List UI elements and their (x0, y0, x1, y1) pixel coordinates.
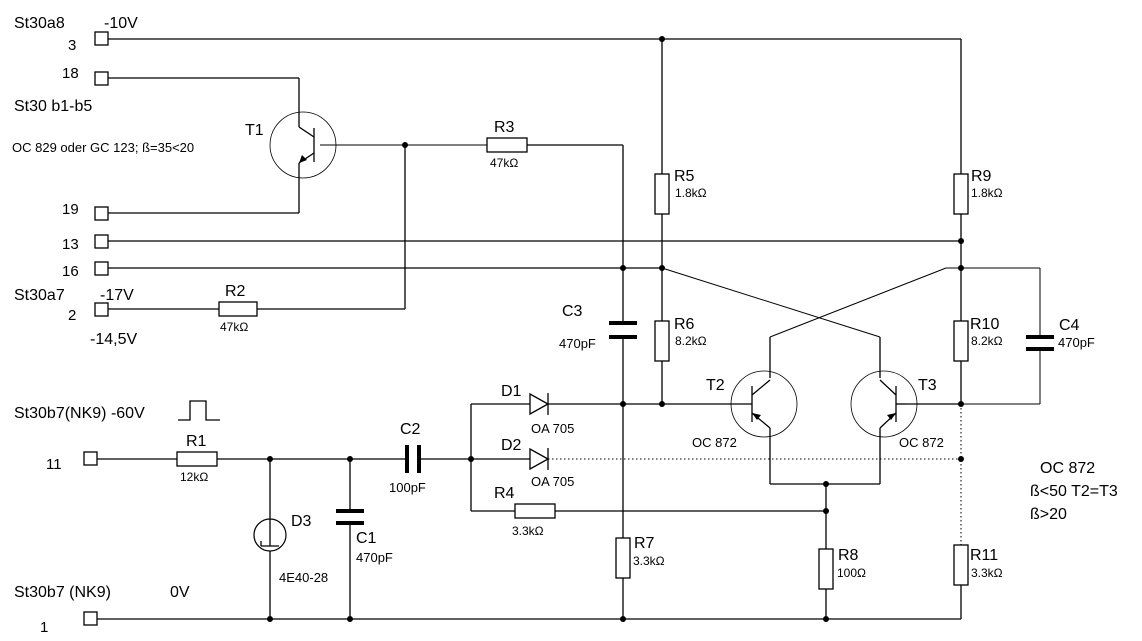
r7-name: R7 (634, 535, 655, 552)
d1-name: D1 (501, 383, 522, 400)
connector-labels: St30a8 -10V 3 18 St30 b1-b5 19 13 16 St3… (14, 15, 190, 636)
pad-19 (94, 206, 109, 221)
pad-2 (94, 302, 109, 317)
label-v-minus10: -10V (104, 15, 138, 32)
c2-value: 100pF (389, 480, 426, 495)
r4-value: 3.3kΩ (512, 524, 544, 538)
label-st30a7: St30a7 (14, 287, 65, 304)
notes-block: OC 872 ß<50 T2=T3 ß>20 (1030, 460, 1118, 523)
t3-type: OC 872 (899, 435, 944, 450)
capacitor-plates (336, 321, 1054, 525)
note-line3: ß>20 (1030, 506, 1067, 523)
component-labels: T1 OC 829 oder GC 123; ß=35<20 T2 OC 872… (12, 119, 1095, 585)
r6-name: R6 (674, 316, 695, 333)
r6-value: 8.2kΩ (675, 334, 707, 348)
c3-value: 470pF (559, 336, 596, 351)
r8-name: R8 (838, 547, 859, 564)
label-pin19: 19 (62, 201, 79, 218)
r8-body (818, 548, 834, 590)
label-pin1: 1 (40, 619, 48, 636)
r4-body (514, 503, 556, 519)
label-v-minus145: -14,5V (90, 331, 137, 348)
r11-name: R11 (970, 547, 998, 564)
d2-symbol (529, 447, 550, 471)
t2-symbol (730, 370, 798, 438)
d1-type: OA 705 (531, 421, 574, 436)
r11-value: 3.3kΩ (971, 566, 1003, 580)
t2-name: T2 (706, 377, 725, 394)
r10-value: 8.2kΩ (971, 334, 1003, 348)
r4-name: R4 (494, 485, 515, 502)
r1-name: R1 (186, 433, 207, 450)
r9-body (953, 173, 969, 215)
r11-body (953, 544, 969, 586)
r2-body (218, 301, 258, 317)
wires (97, 38, 1041, 620)
label-pin3: 3 (68, 37, 76, 54)
t2-type: OC 872 (692, 435, 737, 450)
junction-dots (267, 36, 964, 622)
pad-13 (94, 234, 109, 249)
r3-name: R3 (494, 119, 515, 136)
d2-name: D2 (501, 437, 522, 454)
r9-value: 1.8kΩ (971, 186, 1003, 200)
c4-name: C4 (1059, 317, 1080, 334)
label-pin16: 16 (62, 263, 79, 280)
label-st30b7nk9-60: St30b7(NK9) -60V (14, 405, 145, 422)
pad-1 (83, 611, 98, 626)
r1-body (176, 451, 218, 467)
pad-3 (94, 31, 109, 46)
c1-name: C1 (356, 530, 377, 547)
r2-value: 47kΩ (220, 320, 248, 334)
resistor-bodies (176, 137, 969, 590)
r8-value: 100Ω (837, 566, 866, 580)
pad-16 (94, 261, 109, 276)
r9-name: R9 (971, 168, 992, 185)
label-v-minus17: -17V (100, 287, 134, 304)
note-line1: OC 872 (1040, 460, 1095, 477)
label-v-0: 0V (170, 584, 190, 601)
terminal-pads (83, 31, 109, 626)
label-pin13: 13 (62, 236, 79, 253)
d3-name: D3 (291, 513, 312, 530)
t3-name: T3 (918, 377, 937, 394)
r10-body (953, 320, 969, 362)
t1-symbol (269, 111, 337, 179)
diode-symbols (253, 392, 550, 552)
t3-symbol (850, 370, 918, 438)
c1-value: 470pF (356, 550, 393, 565)
r3-body (486, 137, 528, 153)
r5-body (654, 173, 670, 215)
label-st30b7nk9: St30b7 (NK9) (14, 584, 111, 601)
label-pin2: 2 (68, 307, 76, 324)
label-st30b1b5: St30 b1-b5 (14, 98, 92, 115)
label-st30a8: St30a8 (14, 15, 65, 32)
r3-value: 47kΩ (490, 156, 518, 170)
t1-name: T1 (245, 122, 264, 139)
r5-value: 1.8kΩ (675, 186, 707, 200)
d1-symbol (529, 392, 550, 416)
note-line2: ß<50 T2=T3 (1030, 483, 1118, 500)
r6-body (654, 320, 670, 362)
c4-value: 470pF (1058, 335, 1095, 350)
label-pin11: 11 (46, 456, 62, 473)
d3-type: 4E40-28 (279, 570, 328, 585)
pulse-icon (178, 400, 220, 421)
r10-name: R10 (970, 316, 999, 333)
pad-11 (83, 451, 98, 466)
r1-value: 12kΩ (180, 470, 208, 484)
c3-name: C3 (562, 303, 583, 320)
pad-18 (94, 71, 109, 86)
r7-value: 3.3kΩ (633, 554, 665, 568)
d2-type: OA 705 (531, 474, 574, 489)
r7-body (615, 537, 631, 579)
t1-type: OC 829 oder GC 123; ß=35<20 (12, 140, 194, 155)
label-pin18: 18 (62, 65, 79, 82)
r5-name: R5 (674, 168, 695, 185)
c2-name: C2 (400, 421, 421, 438)
r2-name: R2 (225, 283, 246, 300)
